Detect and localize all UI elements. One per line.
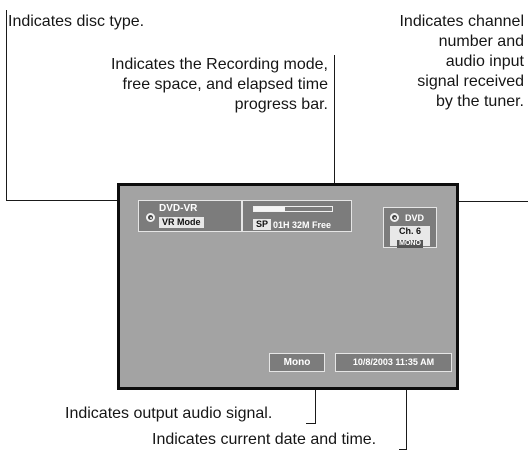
output-audio-box: Mono [269, 353, 325, 372]
free-space-label: 01H 32M Free [273, 220, 332, 230]
annotation-channel-line-5: by the tuner. [435, 93, 524, 110]
tv-screen: DVD-VR VR Mode SP 01H 32M Free DVD Ch. 6… [117, 183, 459, 390]
channel-badge: Ch. 6 MONO [390, 226, 430, 248]
channel-number: Ch. 6 [398, 226, 421, 236]
recording-mode-badge: SP [253, 219, 272, 230]
output-audio-label: Mono [283, 357, 311, 368]
disc-icon [146, 213, 155, 222]
annotation-channel-line-1: Indicates channel [399, 13, 524, 30]
leader-date-time-vertical [406, 372, 407, 450]
annotation-channel-line-2: number and [438, 33, 524, 50]
date-time-label: 10/8/2003 11:35 AM [352, 357, 435, 367]
recording-info-box: SP 01H 32M Free [242, 200, 352, 232]
annotation-date-time: Indicates current date and time. [152, 431, 377, 448]
annotation-recording-mode-line-3: progress bar. [234, 96, 328, 113]
annotation-channel: Indicates channel number and audio input… [340, 12, 524, 112]
leader-disc-type-horizontal [6, 200, 148, 201]
tuner-audio-label: MONO [397, 240, 423, 248]
progress-bar-fill [254, 207, 286, 211]
annotation-output-audio: Indicates output audio signal. [65, 405, 273, 422]
disc-info-box: DVD-VR VR Mode [138, 200, 242, 232]
annotation-recording-mode: Indicates the Recording mode, free space… [40, 55, 328, 115]
annotation-recording-mode-line-2: free space, and elapsed time [122, 76, 328, 93]
annotation-channel-line-3: audio input [445, 53, 524, 70]
annotation-channel-line-4: signal received [417, 73, 524, 90]
date-time-box: 10/8/2003 11:35 AM [335, 353, 452, 372]
source-disc-icon [390, 213, 399, 222]
annotation-disc-type: Indicates disc type. [8, 13, 145, 30]
leader-disc-type-vertical [6, 10, 7, 201]
progress-bar [253, 206, 333, 212]
leader-date-time-horizontal [399, 449, 407, 450]
tuner-info-box: DVD Ch. 6 MONO [383, 207, 437, 248]
annotation-recording-mode-line-1: Indicates the Recording mode, [110, 56, 328, 73]
leader-output-audio-horizontal [306, 423, 316, 424]
source-label: DVD [405, 213, 425, 223]
leader-output-audio-vertical [315, 372, 316, 424]
leader-recording-mode [334, 55, 335, 201]
disc-mode-badge: VR Mode [159, 217, 204, 228]
disc-type-label: DVD-VR [159, 203, 198, 214]
leader-channel [440, 201, 528, 202]
